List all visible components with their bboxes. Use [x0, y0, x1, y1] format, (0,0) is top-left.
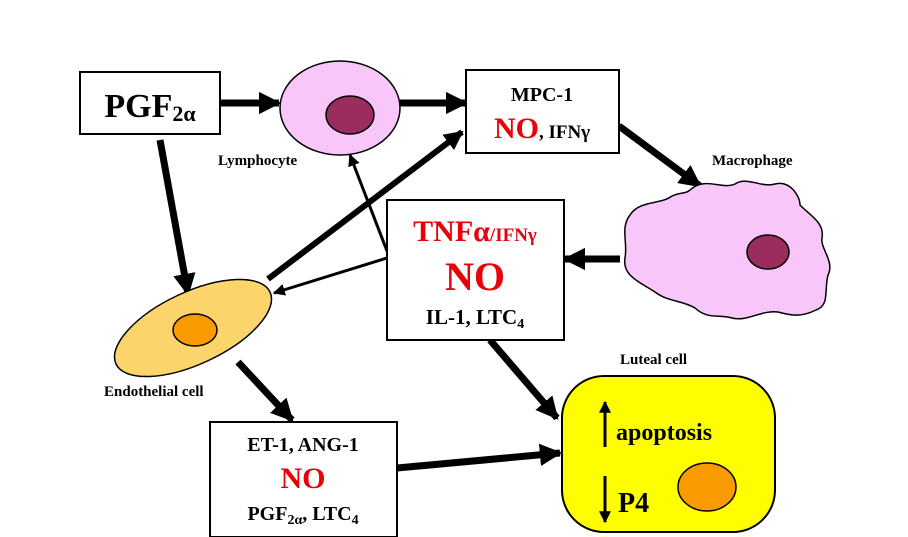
macrophage-nucleus — [746, 234, 790, 270]
endothelial-label: Endothelial cell — [104, 384, 204, 400]
arrow-tnf-to-luteal — [487, 337, 560, 421]
arrow-tnf-to-lymphocyte — [348, 153, 389, 252]
svg-text:NO, IFNγ: NO, IFNγ — [494, 112, 590, 145]
svg-text:PGF2α: PGF2α — [104, 88, 196, 126]
pgf-subscript: 2α — [172, 101, 196, 126]
et-pgf-subscript: 2α — [287, 513, 302, 528]
luteal-nucleus — [677, 462, 737, 512]
endothelial-cell: Endothelial cell — [104, 278, 273, 400]
mpc-box: MPC-1 NO, IFNγ — [465, 69, 620, 154]
endothelial-nucleus — [172, 313, 218, 347]
p4-label: P4 — [618, 488, 649, 519]
apoptosis-label: apoptosis — [616, 420, 712, 446]
et-pgf-label: PGF — [247, 503, 287, 525]
mpc-no-label: NO — [494, 112, 539, 145]
pgf-label: PGF — [104, 88, 172, 125]
tnf-il-label: IL-1, LTC — [426, 305, 517, 329]
svg-text:IL-1, LTC4: IL-1, LTC4 — [426, 305, 524, 332]
luteal-cell: Luteal cell apoptosis P4 — [561, 352, 776, 533]
tnf-no-label: NO — [445, 254, 505, 299]
svg-text:TNFα/IFNγ: TNFα/IFNγ — [413, 215, 537, 248]
et-ltc-subscript: 4 — [352, 513, 359, 528]
et-box: ET-1, ANG-1 NO PGF2α, LTC4 — [209, 421, 398, 537]
mpc-ifn-label: , IFNγ — [539, 122, 590, 143]
lymphocyte-label: Lymphocyte — [218, 153, 298, 169]
macrophage-cell: Macrophage — [624, 153, 831, 320]
arrow-pgf-to-endothelial — [156, 139, 196, 297]
tnf-label: TNFα — [413, 215, 490, 248]
tnf-box: TNFα/IFNγ NO IL-1, LTC4 — [386, 199, 565, 341]
arrow-endothelial-to-mpc — [266, 129, 464, 282]
macrophage-label: Macrophage — [712, 153, 793, 169]
arrow-et-to-luteal — [396, 443, 563, 472]
arrow-endothelial-to-et — [235, 359, 295, 423]
lymphocyte-cell: Lymphocyte — [218, 60, 401, 169]
arrow-tnf-to-endothelial — [272, 256, 388, 296]
luteal-label: Luteal cell — [620, 352, 687, 368]
mpc-label: MPC-1 — [511, 84, 573, 106]
et-ltc-label: , LTC — [302, 503, 351, 525]
tnf-il-subscript: 4 — [517, 317, 524, 332]
pgf-box: PGF2α — [79, 71, 221, 135]
et-label: ET-1, ANG-1 — [247, 434, 359, 456]
et-no-label: NO — [281, 462, 326, 495]
arrow-mpc-to-macrophage — [616, 123, 703, 189]
arrows — [156, 91, 703, 472]
svg-text:PGF2α, LTC4: PGF2α, LTC4 — [247, 503, 358, 528]
tnf-ifn-label: /IFNγ — [489, 225, 537, 246]
lymphocyte-nucleus — [325, 95, 375, 135]
